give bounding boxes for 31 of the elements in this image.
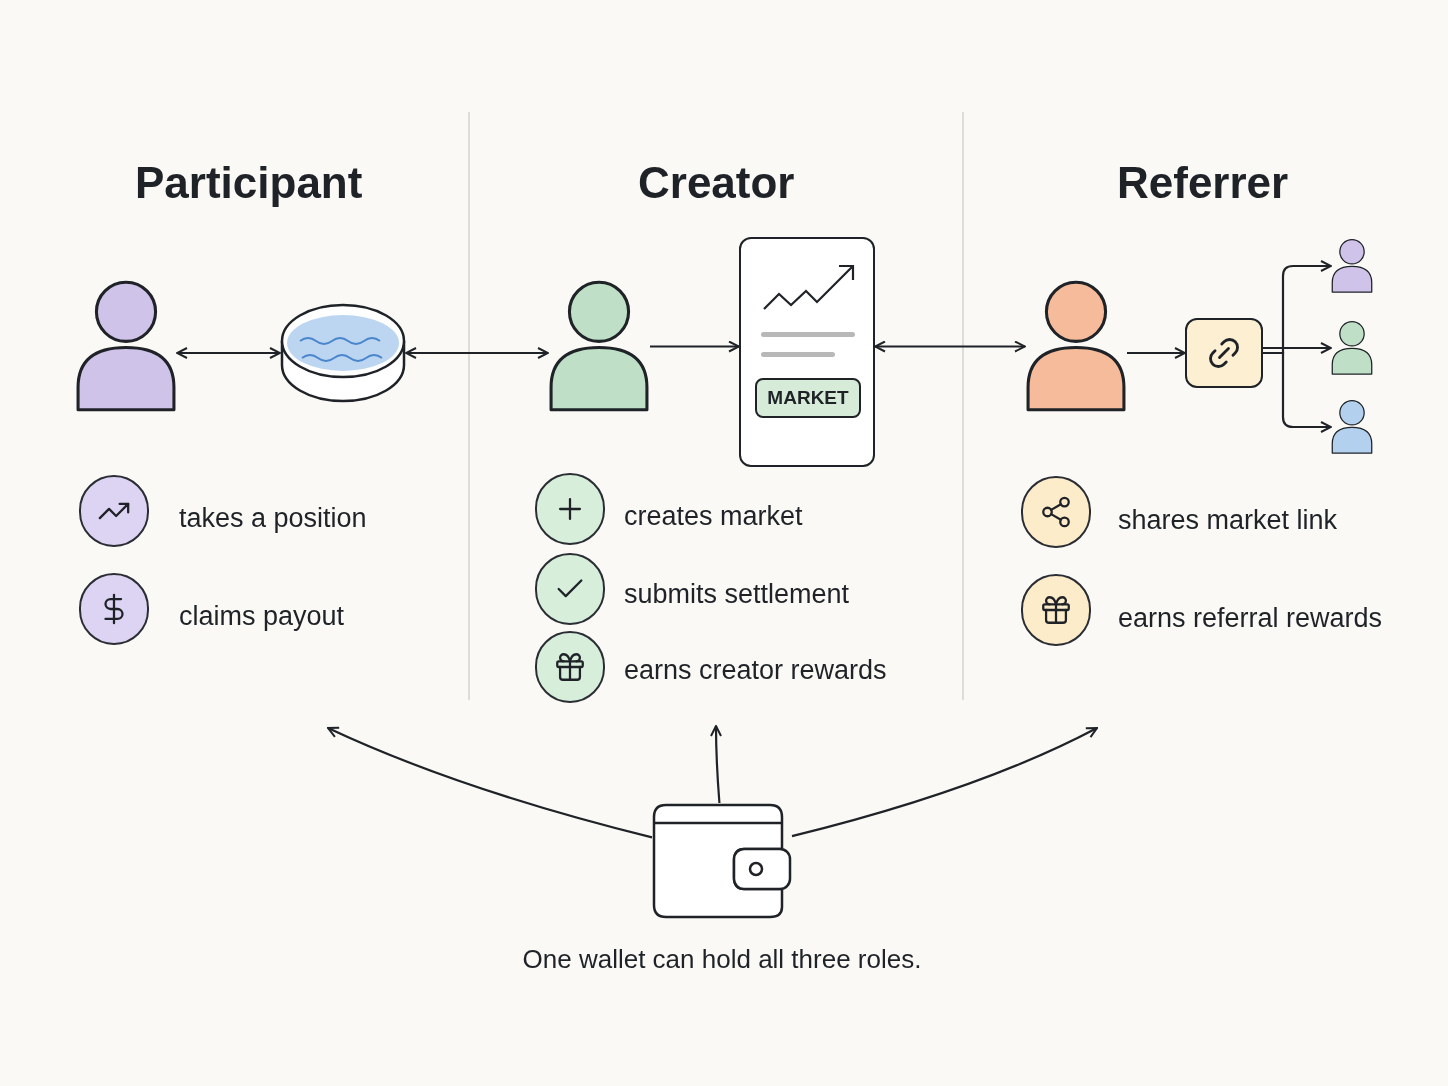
arrow: [874, 340, 1026, 353]
arrow: [1263, 342, 1332, 354]
person-figure: [1331, 398, 1373, 456]
arrow: [176, 347, 281, 359]
role-action-text: earns referral rewards: [1118, 602, 1383, 635]
market-card: [739, 237, 875, 467]
arrow: [327, 726, 653, 839]
role-action-text: creates market: [624, 500, 803, 533]
role-action-text: claims payout: [179, 600, 345, 633]
arrow: [405, 347, 549, 359]
role-action-text: earns creator rewards: [624, 654, 887, 687]
column-heading: Participant: [135, 157, 363, 209]
column-heading: Referrer: [1117, 157, 1289, 209]
link-box: [1185, 318, 1263, 388]
wallet-drawing: [652, 803, 792, 919]
arrow: [791, 727, 1098, 838]
person-figure: [1331, 318, 1373, 378]
arrow: [1127, 347, 1186, 359]
role-action-text: shares market link: [1118, 504, 1338, 537]
column-heading: Creator: [638, 157, 795, 209]
market-tag: MARKET: [755, 378, 861, 418]
role-action-text: submits settlement: [624, 578, 850, 611]
person-figure: [75, 280, 177, 413]
pool-drawing: [280, 303, 406, 403]
person-figure: [548, 280, 650, 413]
person-figure: [1025, 280, 1127, 413]
caption: One wallet can hold all three roles.: [521, 943, 923, 976]
arrow: [650, 340, 740, 353]
arrow: [710, 725, 723, 804]
person-figure: [1331, 236, 1373, 296]
role-action-text: takes a position: [179, 502, 367, 535]
